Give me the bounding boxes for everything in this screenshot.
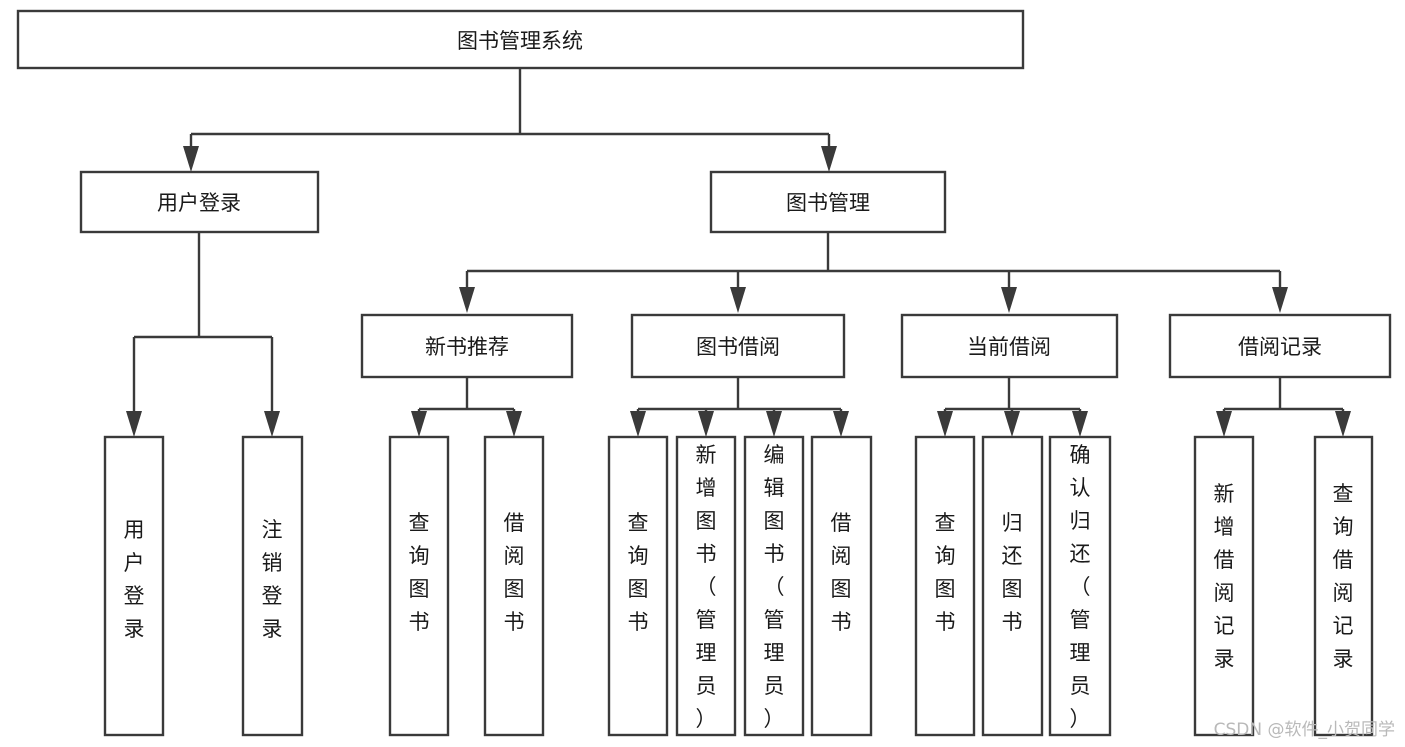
leaf-borrow-book-1-box[interactable] — [483, 435, 545, 737]
leaf-query-book-3[interactable]: 查询图书 — [914, 435, 976, 737]
node-current-borrow-label: 当前借阅 — [967, 335, 1051, 359]
leaf-borrow-book-2-box[interactable] — [810, 435, 873, 737]
arrow-head-bookmanage-4 — [1272, 287, 1288, 313]
arrow-head-currentborrow-3 — [1072, 411, 1088, 437]
arrow-head-currentborrow-2 — [1004, 411, 1020, 437]
connector-group-borrowrecord-to-leaves — [1216, 378, 1351, 437]
arrow-head-bookborrow-3 — [766, 411, 782, 437]
node-root-box[interactable] — [16, 9, 1025, 70]
leaf-query-book-2-label: 查询图书 — [628, 511, 649, 634]
arrow-head-borrowrecord-2 — [1335, 411, 1351, 437]
leaf-borrow-book-1-label: 借阅图书 — [504, 511, 525, 634]
leaf-add-book[interactable]: 新增图书（管理员） — [675, 435, 737, 737]
leaf-query-record-label: 查询借阅记录 — [1333, 482, 1354, 671]
leaf-edit-book-label: 编辑图书（管理员） — [764, 443, 785, 731]
leaf-add-record[interactable]: 新增借阅记录 — [1193, 435, 1255, 737]
leaf-query-book-1-box[interactable] — [388, 435, 450, 737]
csdn-watermark: CSDN @软件_小贺同学 — [1213, 720, 1395, 740]
node-root[interactable]: 图书管理系统 — [16, 9, 1025, 70]
leaf-add-book-label: 新增图书（管理员） — [696, 443, 717, 731]
node-new-book-recommend-box[interactable] — [360, 313, 574, 379]
leaf-add-record-label: 新增借阅记录 — [1214, 482, 1235, 671]
leaf-user-login-label: 用户登录 — [124, 518, 145, 641]
connector-group-bookmanage-to-level3 — [459, 232, 1288, 313]
leaf-query-book-2-box[interactable] — [607, 435, 669, 737]
arrow-head-bookmanage-1 — [459, 287, 475, 313]
leaf-return-book[interactable]: 归还图书 — [981, 435, 1044, 737]
node-borrow-record-label: 借阅记录 — [1238, 335, 1322, 359]
arrow-head-bookborrow-1 — [630, 411, 646, 437]
leaf-user-login[interactable]: 用户登录 — [103, 435, 165, 737]
node-book-manage-box[interactable] — [709, 170, 947, 234]
leaf-confirm-return-box[interactable] — [1048, 435, 1112, 737]
connector-group-userlogin-to-leaves — [126, 232, 280, 437]
node-user-login-box[interactable] — [79, 170, 320, 234]
leaf-user-login-box[interactable] — [103, 435, 165, 737]
node-user-login[interactable]: 用户登录 — [79, 170, 320, 234]
leaf-edit-book[interactable]: 编辑图书（管理员） — [743, 435, 805, 737]
node-current-borrow-box[interactable] — [900, 313, 1119, 379]
arrow-head-bookmanage-3 — [1001, 287, 1017, 313]
leaf-query-book-1-label: 查询图书 — [409, 511, 430, 634]
arrow-head-userlogin-1 — [126, 411, 142, 437]
leaf-query-record-box[interactable] — [1313, 435, 1374, 737]
arrow-head-bookmanage-2 — [730, 287, 746, 313]
arrow-head-newbook-2 — [506, 411, 522, 437]
leaf-add-record-box[interactable] — [1193, 435, 1255, 737]
node-book-borrow[interactable]: 图书借阅 — [630, 313, 846, 379]
leaf-borrow-book-2-label: 借阅图书 — [831, 511, 852, 634]
leaf-confirm-return[interactable]: 确认归还（管理员） — [1048, 435, 1112, 737]
arrow-head-newbook-1 — [411, 411, 427, 437]
arrow-head-root-1 — [183, 146, 199, 172]
arrow-head-bookborrow-4 — [833, 411, 849, 437]
node-borrow-record-box[interactable] — [1168, 313, 1392, 379]
arrow-head-currentborrow-1 — [937, 411, 953, 437]
node-book-manage[interactable]: 图书管理 — [709, 170, 947, 234]
leaf-logout[interactable]: 注销登录 — [241, 435, 304, 737]
leaf-query-book-3-label: 查询图书 — [935, 511, 956, 634]
arrow-head-userlogin-2 — [264, 411, 280, 437]
leaf-borrow-book-1[interactable]: 借阅图书 — [483, 435, 545, 737]
arrow-head-root-2 — [821, 146, 837, 172]
node-book-borrow-label: 图书借阅 — [696, 335, 780, 359]
node-new-book-recommend[interactable]: 新书推荐 — [360, 313, 574, 379]
connector-group-root-to-level2 — [183, 68, 837, 172]
leaf-return-book-box[interactable] — [981, 435, 1044, 737]
node-new-book-recommend-label: 新书推荐 — [425, 335, 509, 359]
connector-group-currentborrow-to-leaves — [937, 378, 1088, 437]
leaf-query-book-1[interactable]: 查询图书 — [388, 435, 450, 737]
node-book-manage-label: 图书管理 — [786, 191, 870, 215]
node-root-label: 图书管理系统 — [457, 29, 583, 53]
node-borrow-record[interactable]: 借阅记录 — [1168, 313, 1392, 379]
leaf-add-book-box[interactable] — [675, 435, 737, 737]
connector-group-bookborrow-to-leaves — [630, 378, 849, 437]
leaf-query-book-2[interactable]: 查询图书 — [607, 435, 669, 737]
leaf-query-book-3-box[interactable] — [914, 435, 976, 737]
leaf-query-record[interactable]: 查询借阅记录 — [1313, 435, 1374, 737]
node-user-login-label: 用户登录 — [157, 191, 241, 215]
connector-group-newbook-to-leaves — [411, 378, 522, 437]
leaf-logout-label: 注销登录 — [262, 518, 283, 641]
leaf-borrow-book-2[interactable]: 借阅图书 — [810, 435, 873, 737]
leaf-edit-book-box[interactable] — [743, 435, 805, 737]
leaf-confirm-return-label: 确认归还（管理员） — [1070, 443, 1091, 731]
node-book-borrow-box[interactable] — [630, 313, 846, 379]
leaf-logout-box[interactable] — [241, 435, 304, 737]
node-current-borrow[interactable]: 当前借阅 — [900, 313, 1119, 379]
arrow-head-bookborrow-2 — [698, 411, 714, 437]
arrow-head-borrowrecord-1 — [1216, 411, 1232, 437]
leaf-return-book-label: 归还图书 — [1002, 511, 1023, 634]
